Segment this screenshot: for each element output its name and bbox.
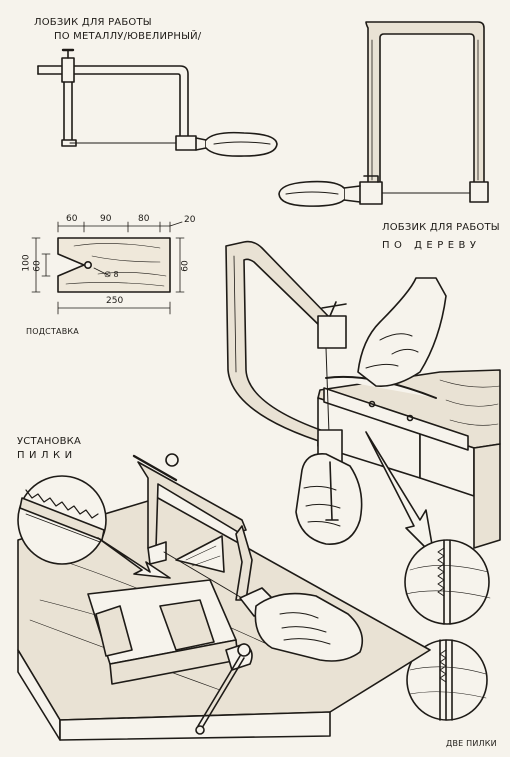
dimension-250-total: 250 — [106, 296, 124, 306]
wood-saw-label-sub: ПО ДЕРЕВУ — [382, 240, 481, 251]
stand-label: ПОДСТАВКА — [26, 327, 79, 336]
stand-plan-drawing — [31, 221, 185, 315]
dimension-100-left: 100 — [21, 254, 32, 272]
dimension-90-top: 90 — [100, 214, 112, 224]
metal-fretsaw-drawing — [37, 48, 278, 157]
dimension-hole: ∅ 8 — [104, 270, 119, 279]
blade-installation-drawing — [17, 453, 431, 741]
metal-saw-label-sub: ПО МЕТАЛЛУ/ЮВЕЛИРНЫЙ/ — [54, 31, 202, 42]
dimension-60-top: 60 — [66, 214, 78, 224]
fretsaw-in-use-drawing — [225, 240, 501, 557]
dimension-80-top: 80 — [138, 214, 150, 224]
wood-fretsaw-drawing — [278, 21, 489, 207]
metal-saw-label: ЛОБЗИК ДЛЯ РАБОТЫ — [34, 17, 152, 28]
dimension-60-right: 60 — [180, 260, 191, 272]
dimension-60-left: 60 — [32, 260, 43, 272]
blade-install-label-sub: ПИЛКИ — [17, 450, 77, 461]
blade-install-label: УСТАНОВКА — [17, 436, 82, 447]
wood-saw-label: ЛОБЗИК ДЛЯ РАБОТЫ — [382, 222, 500, 233]
blade-detail-circles — [404, 539, 491, 721]
two-blades-label: ДВЕ ПИЛКИ — [446, 739, 497, 748]
dimension-20-top: 20 — [184, 215, 196, 225]
